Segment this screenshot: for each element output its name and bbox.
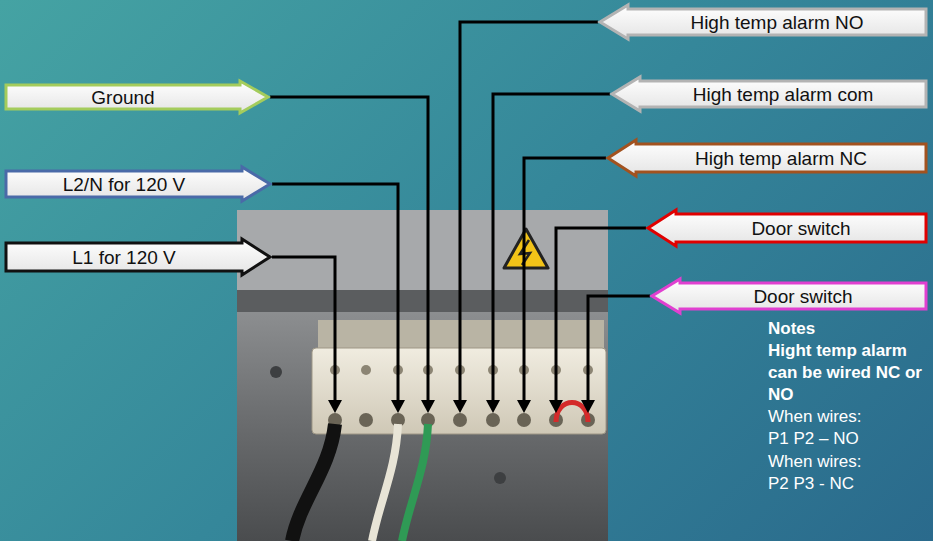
arrow-text: Door switch [751, 219, 850, 238]
arrow-outline [600, 5, 926, 39]
mount-screw [494, 472, 506, 484]
black-cable [292, 424, 335, 541]
note-text: Notes [768, 318, 930, 340]
warning-sign [504, 229, 548, 268]
mount-screw [270, 366, 282, 378]
arrow-label: High temp alarm com [610, 76, 928, 112]
arrow-label: L1 for 120 V [4, 238, 272, 276]
note-text: Hight temp alarm can be wired NC or NO [768, 340, 930, 406]
leader-lines [270, 22, 650, 403]
leader-arrowheads [328, 400, 595, 413]
panel-shelf [237, 290, 608, 312]
red-jumper [556, 403, 588, 423]
note-text: P1 P2 – NO [768, 428, 930, 450]
arrow-label: Door switch [650, 278, 928, 314]
arrow-text: L2/N for 120 V [63, 175, 186, 194]
note-text: When wires: [768, 451, 930, 473]
note-text: When wires: [768, 406, 930, 428]
arrow-outline [652, 279, 926, 313]
arrow-text: High temp alarm NO [690, 13, 863, 32]
arrow-label: L2/N for 120 V [4, 166, 272, 202]
white-wire [372, 424, 398, 541]
arrow-outline [612, 77, 926, 111]
arrow-text: High temp alarm NC [695, 149, 867, 168]
arrow-outline [6, 81, 268, 113]
arrow-outline [608, 140, 926, 176]
arrow-text: Door switch [753, 287, 852, 306]
arrow-outline [648, 210, 926, 246]
arrow-outline [6, 239, 270, 275]
photo-frame [237, 210, 608, 541]
green-wire [402, 424, 428, 541]
arrow-label: Ground [4, 80, 270, 114]
notes-column: NotesHight temp alarm can be wired NC or… [768, 318, 930, 495]
arrow-outline [6, 167, 270, 201]
arrow-text: High temp alarm com [693, 85, 874, 104]
arrow-label: High temp alarm NO [598, 4, 928, 40]
note-text: P2 P3 - NC [768, 473, 930, 495]
arrow-text: L1 for 120 V [72, 248, 176, 267]
arrow-label: High temp alarm NC [606, 139, 928, 177]
panel-face [237, 210, 608, 290]
arrow-label: Door switch [646, 209, 928, 247]
arrow-text: Ground [91, 88, 154, 107]
